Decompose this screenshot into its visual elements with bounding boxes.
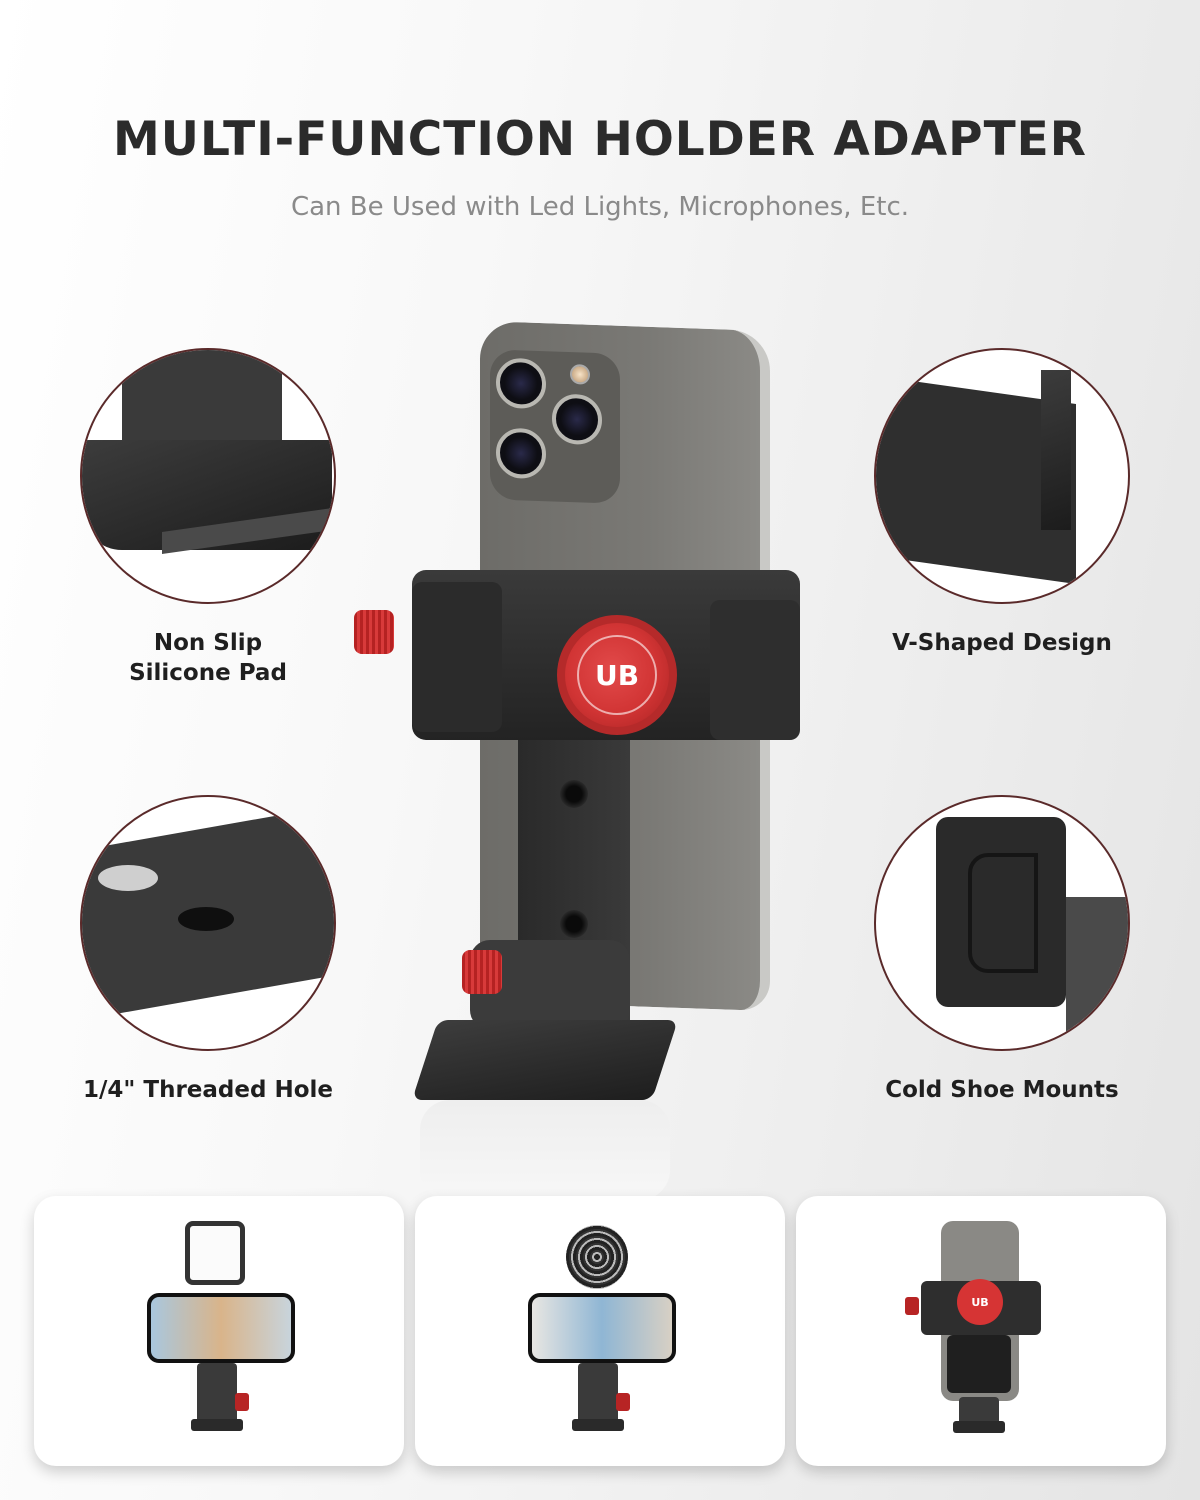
page-subtitle: Can Be Used with Led Lights, Microphones… <box>290 192 910 222</box>
feature-label: 1/4" Threaded Hole <box>83 1077 333 1103</box>
led-light-icon <box>185 1221 245 1285</box>
threaded-hole-closeup-icon <box>80 795 336 1051</box>
base-reflection <box>420 1100 670 1200</box>
use-case-card-microphone <box>415 1196 785 1466</box>
feature-silicone-pad: Non Slip Silicone Pad <box>78 348 338 688</box>
feature-cold-shoe: Cold Shoe Mounts <box>872 795 1132 1105</box>
camera-module <box>490 349 620 504</box>
microphone-icon <box>566 1225 628 1289</box>
feature-label: Cold Shoe Mounts <box>885 1077 1119 1103</box>
page-title: MULTI-FUNCTION HOLDER ADAPTER <box>113 112 1087 167</box>
silicone-pad-closeup-icon <box>80 348 336 604</box>
phone-screen <box>528 1293 676 1363</box>
feature-threaded-hole: 1/4" Threaded Hole <box>78 795 338 1105</box>
cold-shoe-closeup-icon <box>874 795 1130 1051</box>
feature-label: V-Shaped Design <box>892 630 1112 656</box>
use-case-card-wireless-receiver: UB <box>796 1196 1166 1466</box>
feature-v-shaped: V-Shaped Design <box>872 348 1132 658</box>
hinge-knob <box>462 950 502 994</box>
phone-clamp: UB <box>412 570 800 740</box>
use-case-card-led-light <box>34 1196 404 1466</box>
phone-screen <box>147 1293 295 1363</box>
wireless-receiver-icon: UB <box>957 1279 1003 1325</box>
locking-knob: UB <box>557 615 677 735</box>
phone-holder-product: UB <box>350 320 810 1200</box>
feature-label: Non Slip Silicone Pad <box>129 630 287 686</box>
side-knob <box>354 610 394 654</box>
cold-shoe-base <box>412 1020 678 1100</box>
v-shaped-clamp-closeup-icon <box>874 348 1130 604</box>
